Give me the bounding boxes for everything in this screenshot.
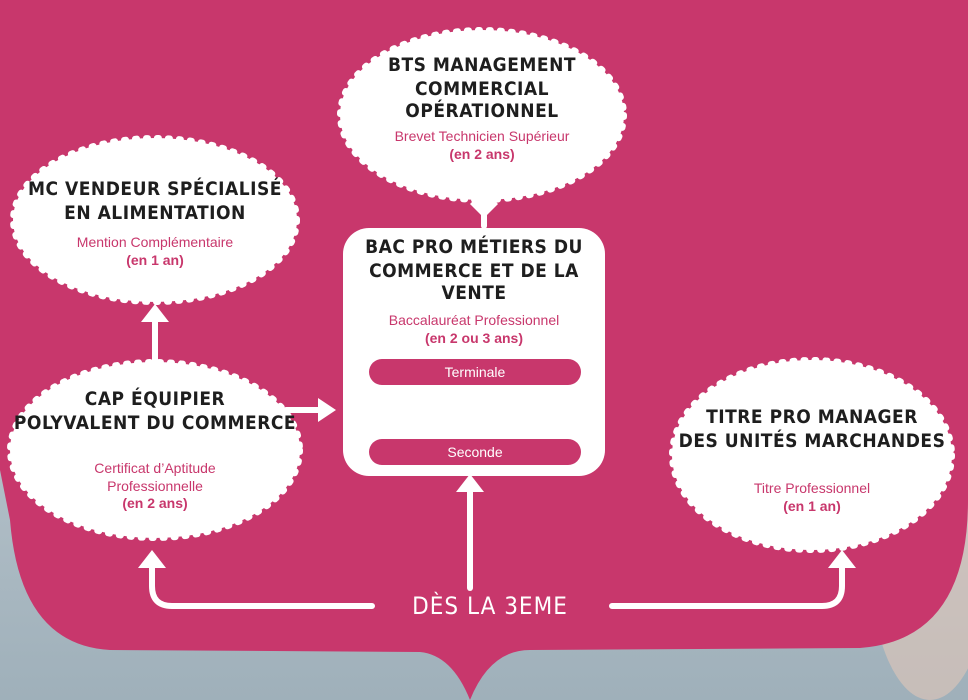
bts-title-line2: COMMERCIAL OPÉRATIONNEL <box>405 78 559 123</box>
bac-subtitle: Baccalauréat Professionnel (en 2 ou 3 an… <box>343 312 605 347</box>
arrow-start-to-titre <box>609 563 845 609</box>
titre-title-line1: TITRE PRO MANAGER <box>706 406 918 428</box>
bac-box <box>343 228 605 476</box>
mc-subtitle: Mention Complémentaire (en 1 an) <box>20 234 290 269</box>
cap-title-line1: CAP ÉQUIPIER <box>84 388 226 410</box>
year-terminale: Terminale <box>369 359 581 385</box>
cap-subtitle-line2: Professionnelle <box>107 477 203 494</box>
arrowhead-mc <box>141 304 169 322</box>
start-label: DÈS LA 3EME <box>412 592 568 620</box>
arrow-start-to-cap <box>149 563 375 609</box>
year-premiere: Première <box>446 402 504 418</box>
node-bac: BAC PRO MÉTIERS DU COMMERCE ET DE LA VEN… <box>343 228 605 476</box>
cap-duration: (en 2 ans) <box>122 495 188 511</box>
cap-subtitle-line1: Certificat d’Aptitude <box>94 460 216 476</box>
node-titre: TITRE PRO MANAGER DES UNITÉS MARCHANDES … <box>677 398 947 528</box>
bac-duration: (en 2 ou 3 ans) <box>424 329 524 346</box>
node-bts: BTS MANAGEMENT COMMERCIAL OPÉRATIONNEL B… <box>347 48 617 178</box>
year-seconde: Seconde <box>369 439 581 465</box>
mc-duration: (en 1 an) <box>126 251 184 268</box>
mc-title-line1: MC VENDEUR SPÉCIALISÉ <box>28 178 282 200</box>
titre-duration: (en 1 an) <box>783 497 841 514</box>
mc-title-line2: EN ALIMENTATION <box>64 202 246 224</box>
cap-cloud <box>7 359 303 541</box>
node-cap: CAP ÉQUIPIER POLYVALENT DU COMMERCE Cert… <box>10 384 300 524</box>
bts-subtitle: Brevet Technicien Supérieur (en 2 ans) <box>347 128 617 163</box>
titre-title-line2: DES UNITÉS MARCHANDES <box>678 430 946 452</box>
arrowhead-titre <box>828 550 856 568</box>
titre-subtitle: Titre Professionnel (en 1 an) <box>677 480 947 515</box>
bts-cloud <box>337 27 627 203</box>
cap-title-line2: POLYVALENT DU COMMERCE <box>13 412 297 434</box>
titre-cloud <box>669 357 955 553</box>
bts-subtitle-text: Brevet Technicien Supérieur <box>394 128 570 144</box>
arrowhead-bts <box>470 190 498 218</box>
arrowhead-bac-side <box>318 398 336 422</box>
cap-subtitle: Certificat d’Aptitude Professionnelle (e… <box>10 460 300 513</box>
bac-title-line1: BAC PRO MÉTIERS DU <box>365 236 583 258</box>
mc-subtitle-text: Mention Complémentaire <box>76 234 234 250</box>
mc-cloud <box>10 135 300 305</box>
titre-subtitle-text: Titre Professionnel <box>753 480 871 496</box>
bac-subtitle-text: Baccalauréat Professionnel <box>388 312 560 328</box>
bts-duration: (en 2 ans) <box>449 145 515 162</box>
arrowhead-cap <box>138 550 166 568</box>
arrowhead-bac-bottom <box>456 474 484 492</box>
node-mc: MC VENDEUR SPÉCIALISÉ EN ALIMENTATION Me… <box>20 166 290 286</box>
bac-title-line2: COMMERCE ET DE LA VENTE <box>369 260 579 305</box>
bts-title-line1: BTS MANAGEMENT <box>387 54 577 76</box>
